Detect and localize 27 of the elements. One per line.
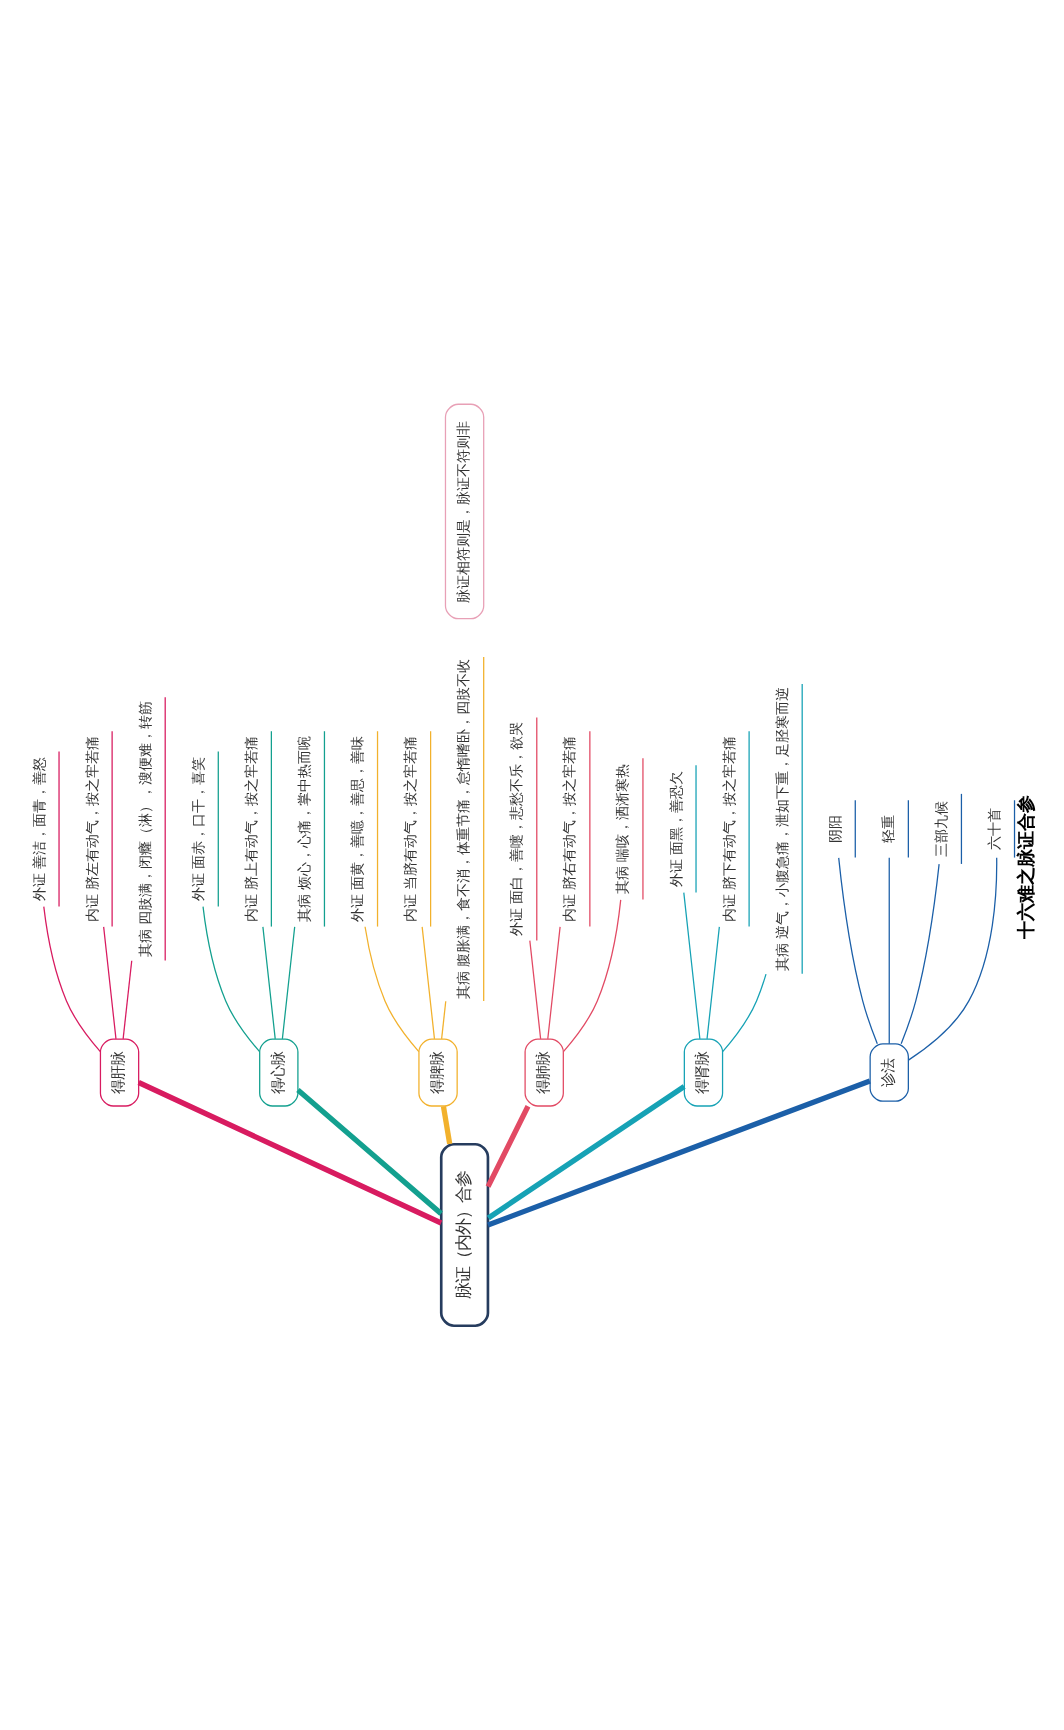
connector: [683, 892, 701, 1040]
connector: [888, 857, 890, 1045]
connector: [838, 857, 878, 1045]
diagram-title: 十六难之脉证合参: [1018, 794, 1039, 939]
connector: [562, 899, 622, 1053]
connector: [907, 857, 998, 1061]
node-box: 脉证（内外）合参: [439, 1142, 490, 1328]
connector: [547, 926, 561, 1040]
connector: [441, 1000, 447, 1040]
connector: [900, 863, 940, 1045]
connector: [440, 1105, 453, 1145]
connector: [103, 926, 117, 1040]
connector: [137, 1080, 443, 1226]
connector: [421, 926, 436, 1040]
connector: [296, 1088, 443, 1216]
connector: [281, 926, 296, 1040]
connector: [122, 960, 133, 1040]
connector: [706, 926, 720, 1040]
connector: [262, 926, 276, 1040]
connector: [487, 1078, 871, 1228]
connector: [722, 973, 767, 1053]
connector: [485, 1105, 531, 1188]
connector: [364, 926, 420, 1053]
connector: [486, 1084, 686, 1221]
connector: [43, 906, 101, 1053]
connector: [202, 906, 261, 1053]
connector: [529, 939, 542, 1040]
